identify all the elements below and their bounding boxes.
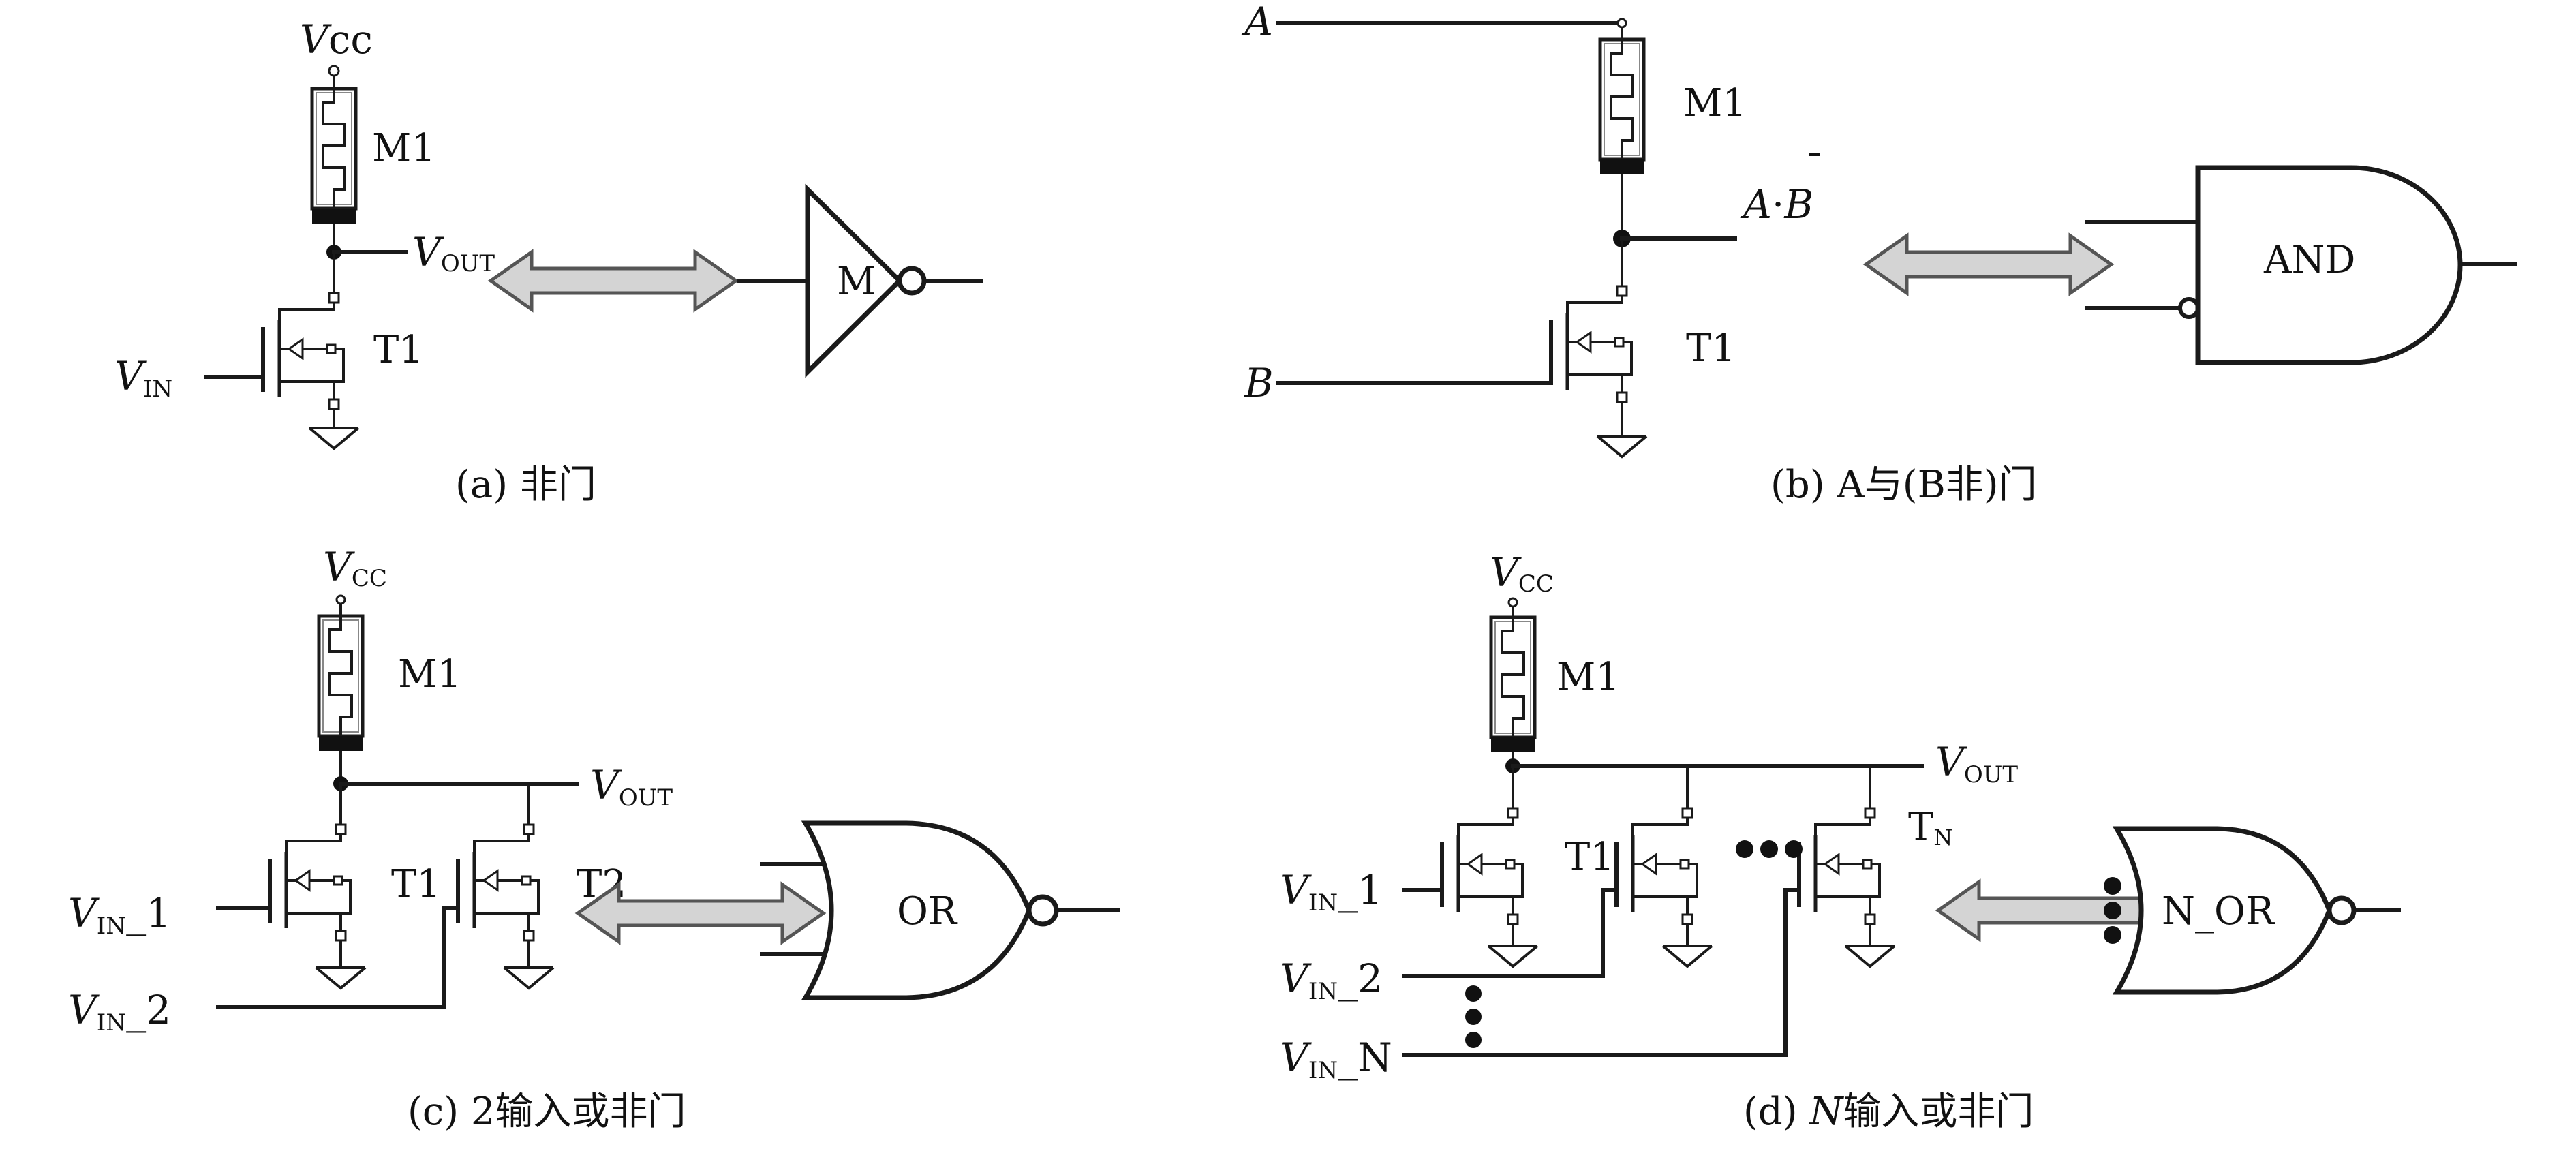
panel-d-ellipsis-dot [1736, 840, 1753, 858]
panel-d-caption: (d) N输入或非门 [1743, 1090, 2034, 1134]
panel-a-vcc-label: Vcc [300, 16, 373, 63]
panel-c-vout-label: VOUT [590, 762, 673, 812]
panel-c-or-gate-symbol [801, 820, 1032, 1000]
panel-d-vertical-ellipsis-dot [1465, 985, 1482, 1002]
panel-d-vertical-ellipsis-dot [1465, 1032, 1482, 1048]
panel-b-gate-label: AND [2263, 238, 2355, 282]
panel-b-equivalence-arrow [1866, 236, 2111, 293]
panel-d-ground-1-symbol [1487, 945, 1539, 968]
panel-a-memristor-m1 [312, 89, 356, 236]
panel-c-ground-1-symbol [315, 966, 367, 989]
panel-a-not-gate: Vcc M1 VOUT T1 VIN M (a) 非门 [114, 16, 983, 507]
panel-d-vcc-label: VCC [1490, 549, 1554, 598]
panel-d-transistor-t1 [1442, 795, 1522, 939]
panel-c-transistor-1-label: T1 [391, 862, 441, 906]
panel-d-ellipsis-dot [1785, 840, 1803, 858]
panel-d-nor-gate-symbol [2112, 826, 2332, 995]
panel-a-transistor-label: T1 [373, 328, 423, 372]
panel-c-vin2-label: VIN_2 [68, 987, 171, 1037]
panel-d-vout-label: VOUT [1935, 739, 2018, 788]
panel-a-memristor-label: M1 [372, 126, 435, 170]
panel-d-ellipsis-dot [1760, 840, 1778, 858]
panel-c-gate-label: OR [897, 889, 958, 934]
panel-a-caption: (a) 非门 [455, 463, 596, 507]
panel-b-and-not-gate: A M1 A·B ¯ T1 B AND (b) A与(B非)门 [1241, 0, 2517, 507]
panel-d-memristor-label: M1 [1557, 655, 1620, 699]
panel-d-transistor-t2 [1616, 795, 1697, 939]
panel-c-nor2-gate: VCC M1 VOUT T1 T2 VIN_1 VIN_2 OR (c) 2输入… [68, 544, 1120, 1134]
panel-d-ground-n-symbol [1844, 945, 1896, 968]
panel-b-output-label: A·B [1740, 181, 1813, 228]
panel-c-transistor-t1 [270, 811, 350, 955]
panel-d-vertical-ellipsis-dot [1465, 1009, 1482, 1025]
panel-b-caption: (b) A与(B非)门 [1770, 463, 2037, 507]
panel-d-ground-2-symbol [1661, 945, 1713, 968]
panel-b-input-b-label: B [1244, 360, 1274, 406]
panel-c-ground-2-symbol [503, 966, 555, 989]
panel-c-equivalence-arrow [578, 885, 823, 942]
panel-a-vout-label: VOUT [412, 229, 495, 277]
panel-b-ground-symbol [1596, 435, 1648, 458]
panel-c-vcc-label: VCC [323, 544, 387, 592]
panel-d-vin2-label: VIN_2 [1280, 955, 1383, 1005]
panel-d-vin1-label: VIN_1 [1280, 867, 1383, 917]
panel-d-gate-input-dot [2104, 926, 2121, 944]
panel-d-transistor-tn [1799, 795, 1880, 939]
panel-a-transistor-t1 [263, 279, 343, 424]
panel-d-gate-input-dot [2104, 902, 2121, 919]
panel-a-vin-label: VIN [114, 353, 172, 403]
panel-c-memristor-m1 [319, 616, 363, 763]
panel-a-gate-label: M [837, 260, 876, 304]
panel-d-transistor-n-label: TN [1908, 805, 1952, 850]
panel-c-transistor-t2 [458, 811, 538, 955]
panel-b-transistor-t1 [1551, 273, 1631, 417]
panel-a-not-gate-symbol [805, 183, 903, 378]
panel-c-caption: (c) 2输入或非门 [408, 1090, 686, 1134]
panel-d-norn-gate: VCC M1 VOUT T1 TN VIN_1 VIN_2 VIN_N [1280, 549, 2401, 1134]
panel-d-gate-label: N_OR [2162, 889, 2275, 934]
panel-b-memristor-m1 [1600, 40, 1644, 187]
panel-d-vinn-label: VIN_N [1280, 1034, 1392, 1084]
panel-a-ground-symbol [308, 427, 360, 450]
panel-a-equivalence-arrow [491, 252, 736, 309]
panel-c-vin1-label: VIN_1 [68, 890, 171, 940]
panel-d-transistor-1-label: T1 [1565, 835, 1614, 879]
panel-c-memristor-label: M1 [398, 652, 461, 696]
panel-d-gate-input-dot [2104, 877, 2121, 895]
panel-b-output-bar: ¯ [1805, 146, 1824, 192]
panel-b-transistor-label: T1 [1686, 326, 1736, 371]
panel-b-input-a-label: A [1241, 0, 1273, 45]
panel-b-and-gate-symbol [2195, 165, 2463, 365]
panel-b-memristor-label: M1 [1683, 81, 1747, 125]
panel-d-memristor-m1 [1491, 617, 1535, 765]
